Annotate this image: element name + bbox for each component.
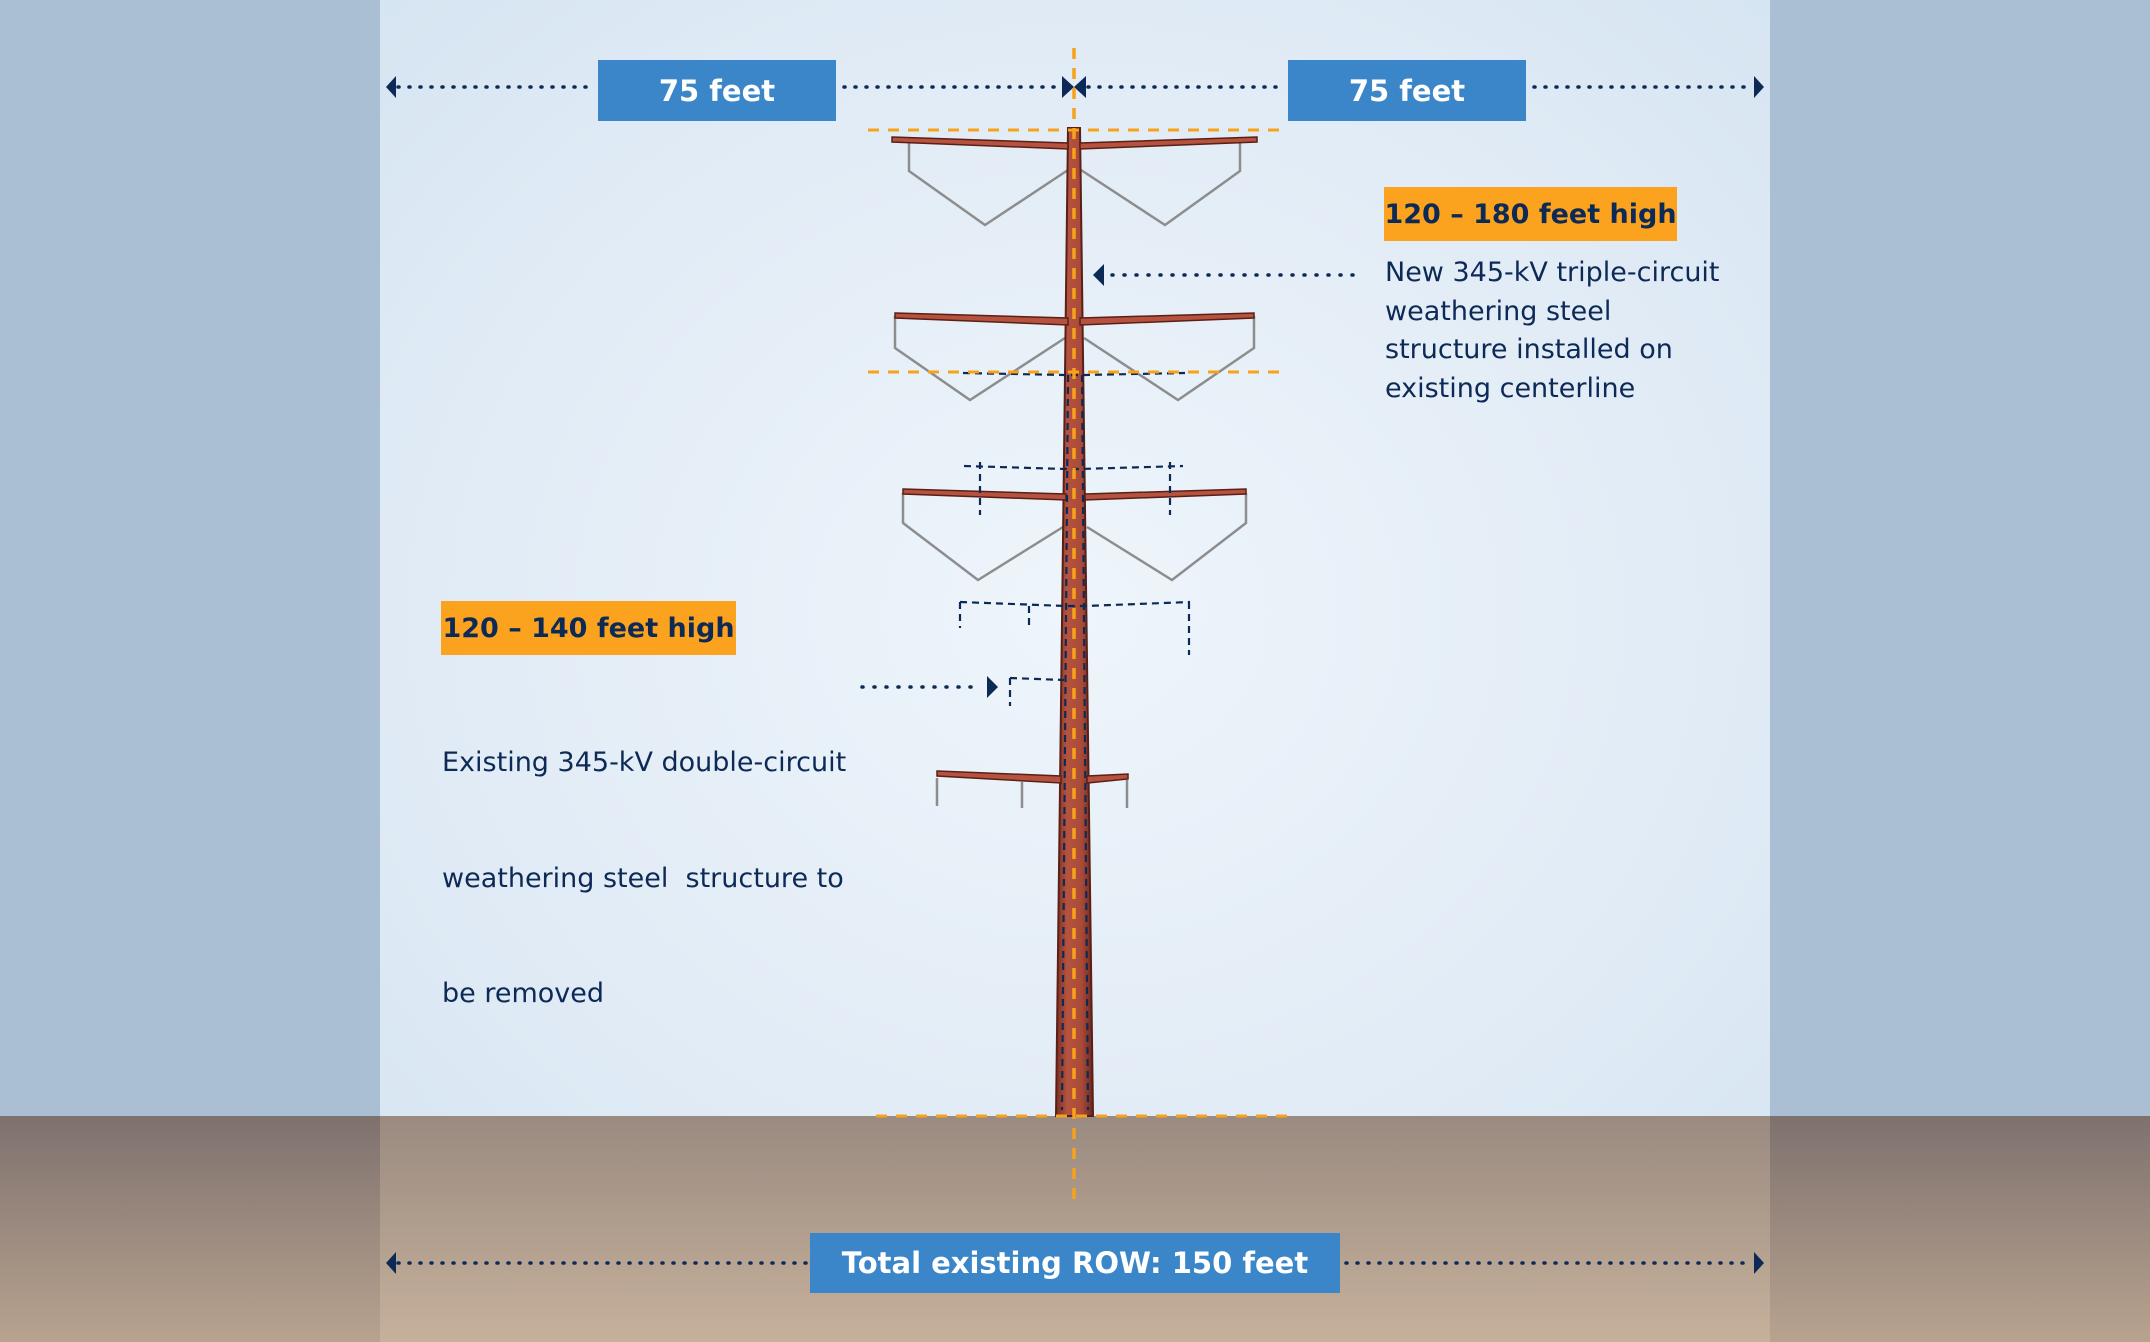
- left-width-label: 75 feet: [598, 60, 836, 121]
- pointer-arrow-icon: [987, 676, 998, 698]
- existing-height-badge: 120 – 140 feet high: [441, 601, 736, 655]
- description-line: weathering steel structure to: [442, 862, 844, 894]
- arrow-left-icon: [386, 1252, 396, 1274]
- outside-row-left: [0, 0, 380, 1116]
- outside-row-right: [1770, 0, 2150, 1116]
- description-line: Existing 345-kV double-circuit: [442, 747, 847, 778]
- description-line: be removed: [442, 978, 604, 1009]
- new-structure-description: New 345-kV triple-circuit weathering ste…: [1385, 254, 1720, 408]
- arrow-right-icon: [1754, 76, 1764, 98]
- guide-lines: [868, 48, 1290, 1200]
- dimension-lines: [386, 76, 1764, 1274]
- arrow-right-icon: [1754, 1252, 1764, 1274]
- description-line: New 345-kV triple-circuit: [1385, 257, 1720, 288]
- crossarms: [891, 136, 1258, 784]
- description-line: existing centerline: [1385, 372, 1636, 404]
- total-row-label: Total existing ROW: 150 feet: [810, 1233, 1340, 1293]
- arrow-left-icon: [386, 76, 396, 98]
- right-width-label: 75 feet: [1288, 60, 1526, 121]
- new-height-badge: 120 – 180 feet high: [1384, 187, 1677, 241]
- description-line: weathering steel: [1385, 295, 1612, 327]
- ground-outside-left: [0, 1116, 380, 1342]
- ground-outside-right: [1770, 1116, 2150, 1342]
- description-line: structure installed on: [1385, 334, 1673, 365]
- arrow-left-icon: [1074, 76, 1086, 98]
- existing-structure-description: Existing 345-kV double-circuit weatherin…: [442, 667, 846, 1052]
- insulator-strings: [893, 142, 1256, 808]
- pointer-arrow-icon: [1093, 264, 1104, 286]
- arrow-right-icon: [1062, 76, 1074, 98]
